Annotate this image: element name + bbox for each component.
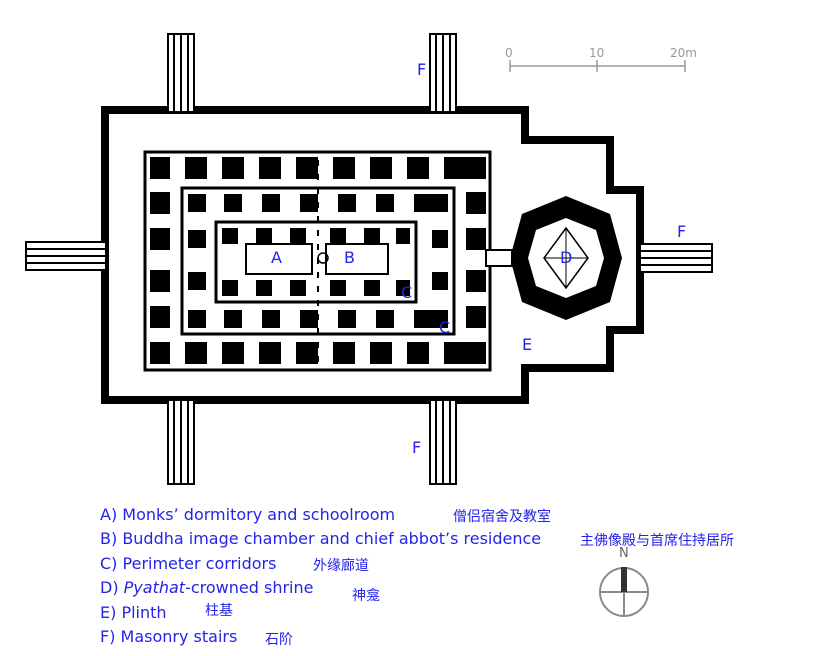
scale-bar [509, 60, 686, 72]
scale-tick-10: 10 [589, 46, 605, 60]
label-f-right: F [677, 222, 687, 241]
label-d: D [560, 248, 573, 267]
stairs-south-left [167, 399, 195, 485]
legend-text: Monks’ dormitory and schoolroom [122, 505, 396, 524]
legend-a: A) Monks’ dormitory and schoolroom [100, 505, 395, 524]
label-a: A [271, 248, 282, 267]
label-f-top: F [417, 60, 427, 79]
label-b: B [344, 248, 355, 267]
legend-text: -crowned shrine [185, 578, 314, 597]
legend-e-zh: 柱基 [205, 603, 233, 619]
core-piers [222, 228, 410, 296]
legend-key: E) [100, 603, 117, 622]
legend-key: F) [100, 627, 116, 646]
legend-text: Buddha image chamber and chief abbot’s r… [122, 529, 542, 548]
legend-c: C) Perimeter corridors [100, 554, 276, 573]
label-f-bottom: F [412, 438, 422, 457]
legend-text: Masonry stairs [120, 627, 238, 646]
outer-piers [150, 157, 486, 364]
legend-text: Plinth [121, 603, 167, 622]
legend-f: F) Masonry stairs [100, 627, 237, 646]
legend-key: C) [100, 554, 118, 573]
north-label: N [619, 546, 629, 561]
stairs-east [639, 243, 713, 273]
shrine-d [510, 196, 622, 320]
legend-f-zh: 石阶 [265, 632, 293, 648]
inner-piers [188, 194, 448, 328]
legend-e: E) Plinth [100, 603, 167, 622]
buddha-image-icon [317, 252, 329, 264]
legend-text: Perimeter corridors [122, 554, 277, 573]
stairs-south-right [429, 399, 457, 485]
north-arrow-icon [599, 567, 649, 617]
legend-text-italic: Pyathat [123, 578, 186, 597]
label-c-inner: C [401, 283, 413, 302]
stairs-west [25, 241, 107, 271]
legend-d-zh: 神龛 [352, 588, 380, 604]
plinth-wall [101, 106, 644, 404]
scale-tick-0: 0 [505, 46, 513, 60]
legend-key: D) [100, 578, 119, 597]
legend-c-zh: 外缘廊道 [313, 558, 369, 574]
legend-a-zh: 僧侣宿舍及教室 [453, 509, 551, 525]
chamber-a [245, 243, 313, 275]
label-c-outer: C [439, 318, 451, 337]
legend-key: B) [100, 529, 118, 548]
scale-tick-20m: 20m [670, 46, 697, 60]
stairs-north-left [167, 33, 195, 113]
legend-key: A) [100, 505, 118, 524]
stairs-north-right [429, 33, 457, 113]
legend-b-zh: 主佛像殿与首席住持居所 [580, 533, 734, 549]
shrine-corridor [485, 249, 513, 267]
label-e: E [522, 335, 533, 354]
chamber-b [325, 243, 389, 275]
legend-b: B) Buddha image chamber and chief abbot’… [100, 529, 541, 548]
core-ring-wall [214, 220, 418, 304]
legend-d: D) Pyathat-crowned shrine [100, 578, 313, 597]
